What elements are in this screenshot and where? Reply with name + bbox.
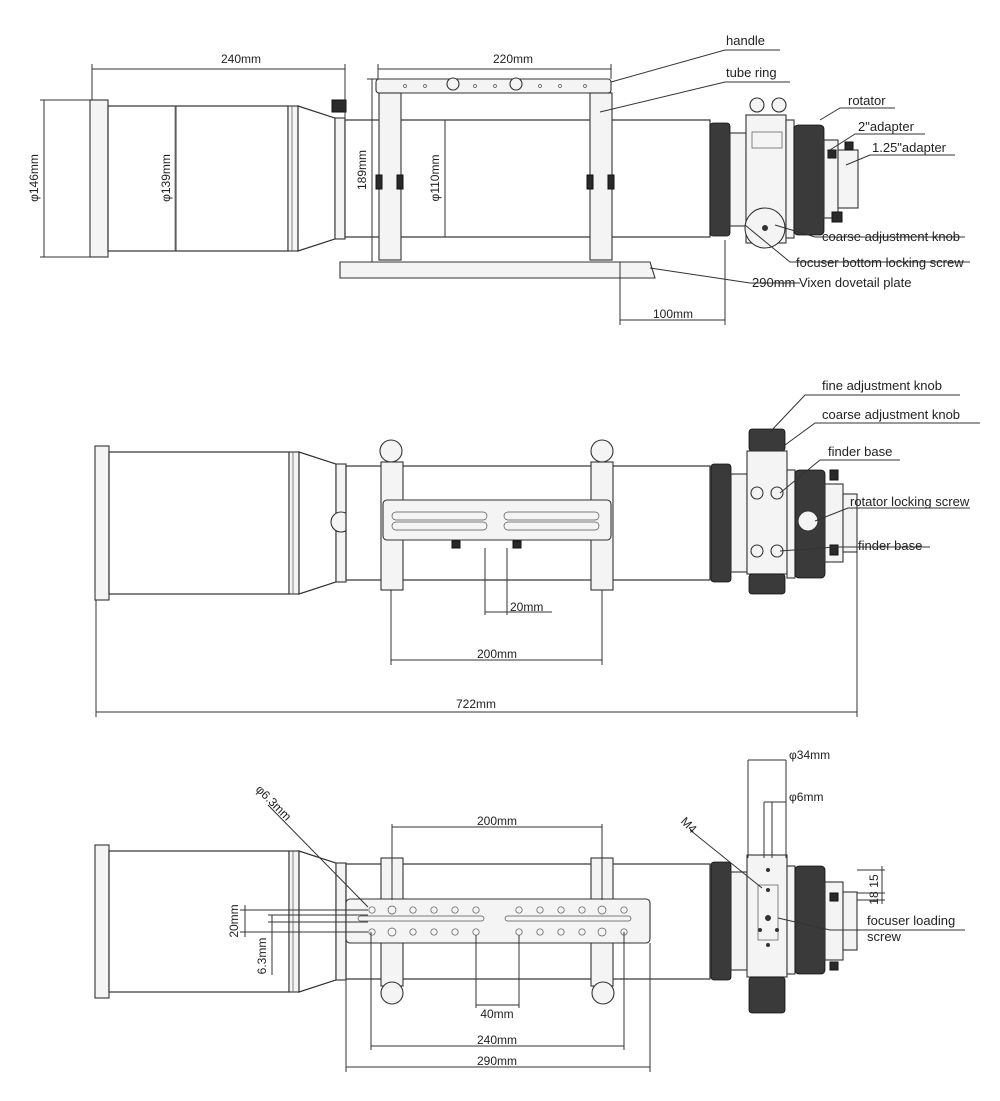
- top-dimension-lines: [40, 64, 726, 325]
- side-view: 20mm 200mm 722mm fine adjustment knob co…: [94, 378, 980, 717]
- dovetail-plate: [339, 261, 656, 279]
- dew-lock-screw-icon: [331, 99, 347, 113]
- side-leader-lines: [769, 394, 980, 552]
- label-tube-ring: tube ring: [726, 65, 777, 80]
- label-loading-screw-1: focuser loading: [867, 913, 955, 928]
- top-view: 240mm 220mm φ146mm φ139mm 189mm φ110mm 1…: [27, 33, 970, 325]
- dim-40: 40mm: [480, 1007, 513, 1021]
- dew-shield-rim: [89, 99, 109, 258]
- bottom-dovetail-plate: [345, 898, 651, 944]
- label-finder-base-1: finder base: [828, 444, 892, 459]
- label-finder-base-2: finder base: [858, 538, 922, 553]
- label-coarse-knob-side: coarse adjustment knob: [822, 407, 960, 422]
- bottom-leader-lines: [267, 804, 965, 931]
- label-rotator: rotator: [848, 93, 886, 108]
- bottom-rotator-knurl: [794, 865, 826, 975]
- label-fine-knob: fine adjustment knob: [822, 378, 942, 393]
- focus-ring-knurl: [709, 122, 731, 237]
- side-dimension-lines: [95, 548, 858, 717]
- dim-20-side: 20mm: [510, 600, 543, 614]
- dim-220: 220mm: [493, 52, 533, 66]
- label-125-adapter: 1.25"adapter: [872, 140, 947, 155]
- side-focus-ring-knurl: [710, 463, 732, 583]
- bottom-view: φ6.3mm 200mm φ34mm φ6mm M4 15 18 20mm 6.…: [94, 748, 965, 1072]
- dim-200-side: 200mm: [477, 647, 517, 661]
- dim-240: 240mm: [221, 52, 261, 66]
- dim-722: 722mm: [456, 697, 496, 711]
- label-coarse-knob-top: coarse adjustment knob: [822, 229, 960, 244]
- dim-200-bottom: 200mm: [477, 814, 517, 828]
- dim-15: 15: [867, 874, 881, 888]
- dim-dia-110: φ110mm: [428, 155, 442, 202]
- fine-knob-icon: [748, 428, 786, 452]
- dim-18: 18: [867, 891, 881, 905]
- dim-dia-34: φ34mm: [789, 748, 830, 762]
- label-dovetail: 290mm Vixen dovetail plate: [752, 275, 911, 290]
- dim-100: 100mm: [653, 307, 693, 321]
- dim-m4: M4: [678, 814, 700, 836]
- dim-dia-146: φ146mm: [27, 154, 41, 202]
- bottom-dew-shield: [108, 850, 290, 993]
- dim-dia-139: φ139mm: [159, 154, 173, 202]
- label-2in-adapter: 2"adapter: [858, 119, 915, 134]
- dim-290: 290mm: [477, 1054, 517, 1068]
- bottom-dimension-lines: [240, 759, 885, 1072]
- top-leader-lines: [599, 49, 970, 284]
- rotator-lock-screw-icon: [797, 510, 819, 532]
- tube-taper: [297, 105, 336, 252]
- dim-240-bottom: 240mm: [477, 1033, 517, 1047]
- label-focuser-locking: focuser bottom locking screw: [796, 255, 964, 270]
- dovetail-holes: [368, 905, 628, 937]
- dim-63: 6.3mm: [255, 938, 269, 975]
- label-handle: handle: [726, 33, 765, 48]
- adapter-2in: [837, 149, 859, 209]
- label-loading-screw-2: screw: [867, 929, 902, 944]
- side-dew-shield: [108, 451, 290, 595]
- label-rotator-lock: rotator locking screw: [850, 494, 970, 509]
- dew-shield: [107, 105, 289, 252]
- rotator-knurl: [793, 124, 825, 236]
- main-tube: [344, 119, 711, 238]
- dim-dia-63-hole: φ6.3mm: [253, 782, 294, 823]
- dim-20-bottom: 20mm: [227, 904, 241, 937]
- dim-189: 189mm: [355, 150, 369, 190]
- dim-dia-6: φ6mm: [789, 790, 823, 804]
